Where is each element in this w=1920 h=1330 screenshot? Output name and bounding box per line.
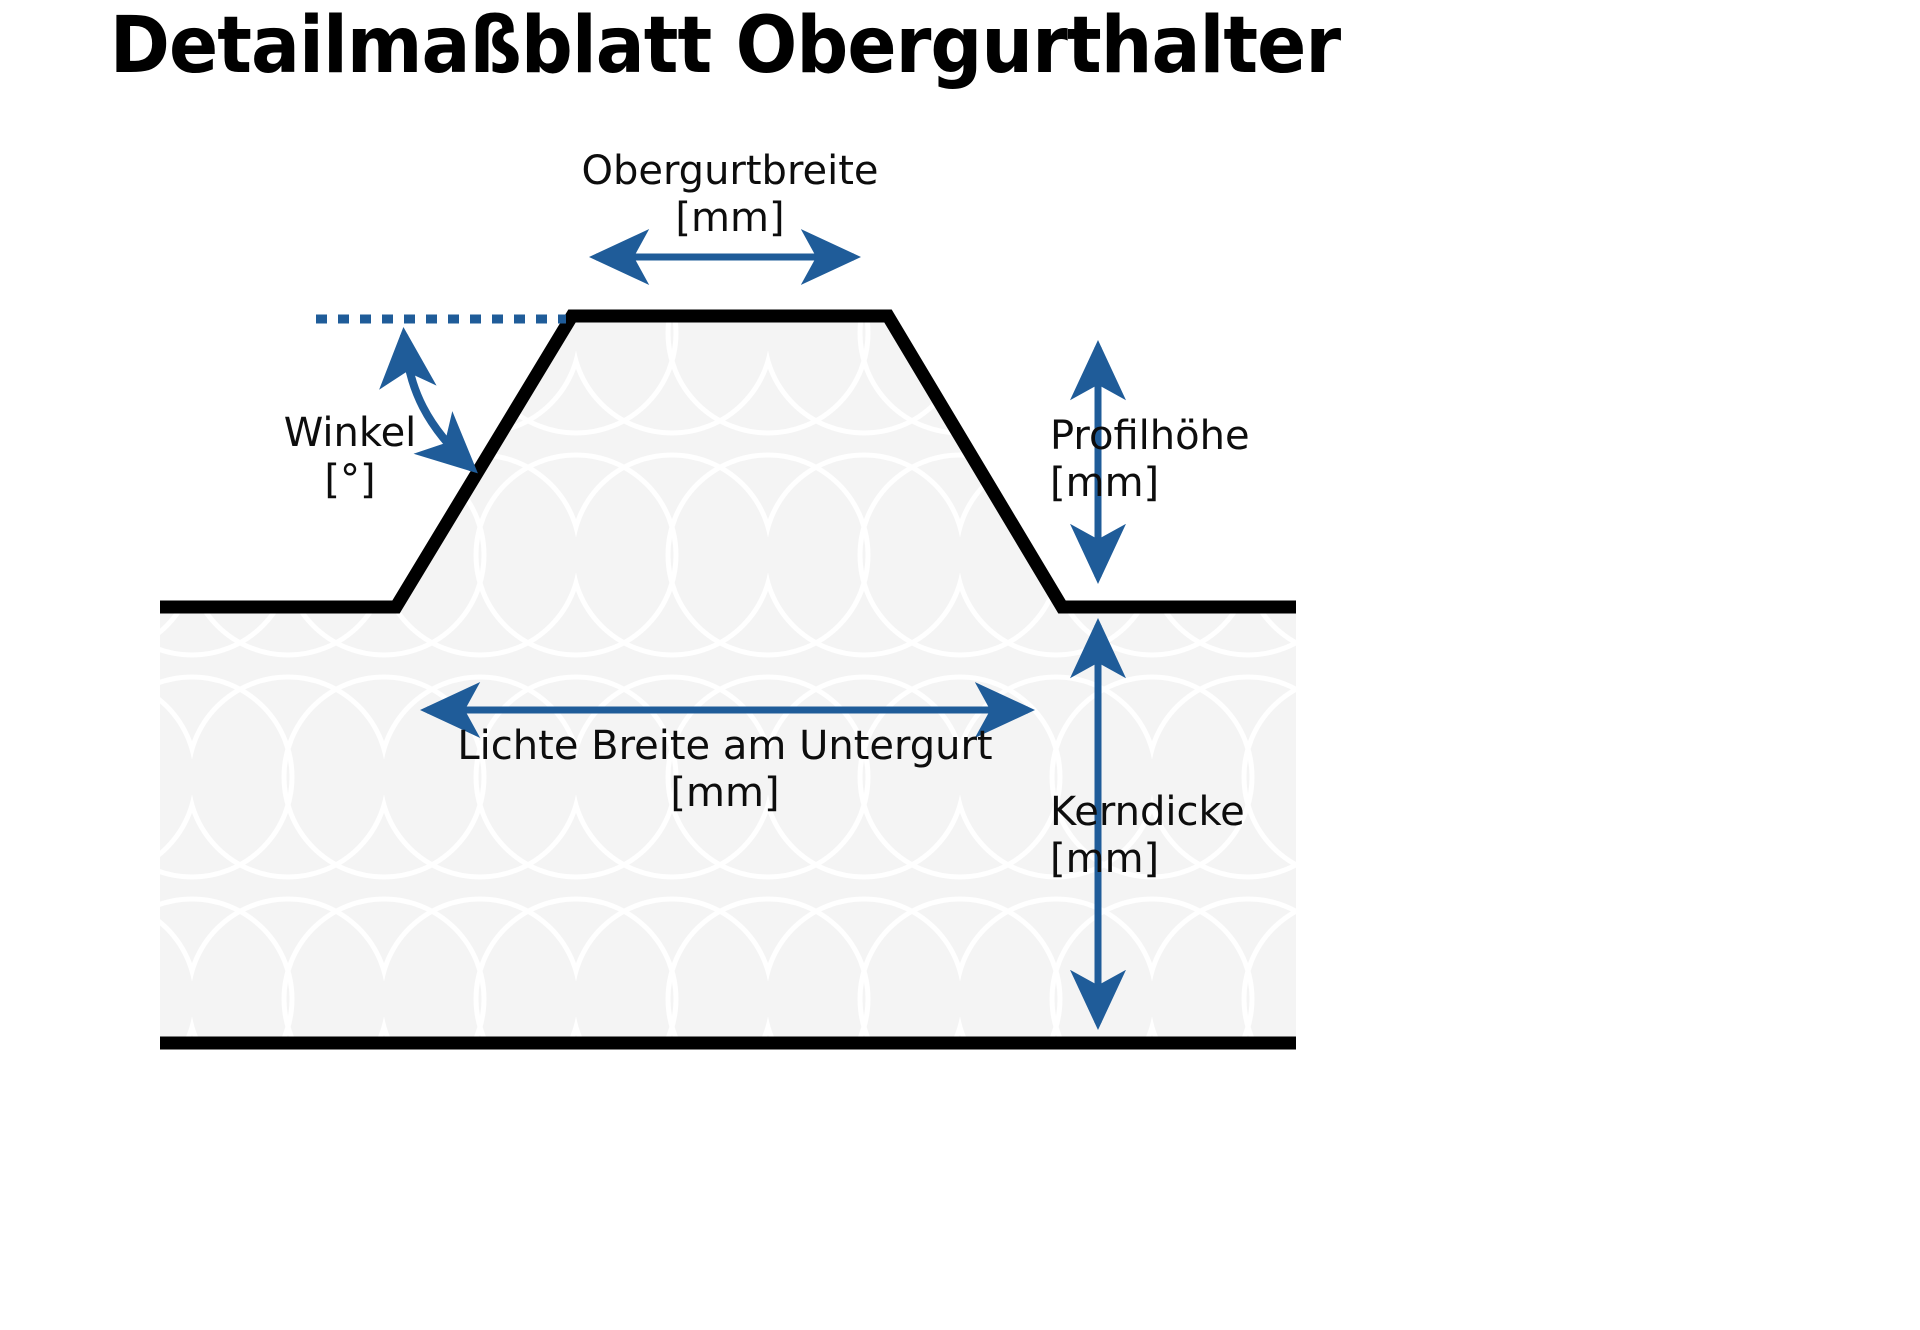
dimension-label-profilhoehe-name: Profilhöhe <box>1050 413 1250 459</box>
dimension-label-lichte-breite-name: Lichte Breite am Untergurt <box>457 723 993 769</box>
dimension-label-lichte-breite-unit: [mm] <box>670 770 780 817</box>
dimension-label-obergurtbreite-unit: [mm] <box>675 195 785 242</box>
page-title: Detailmaßblatt Obergurthalter <box>109 1 1341 91</box>
winkel-angle-arrow <box>379 327 478 474</box>
dimension-label-kerndicke: Kerndicke [mm] <box>1050 789 1450 883</box>
dimension-label-obergurtbreite-name: Obergurtbreite <box>581 148 879 194</box>
dimension-label-kerndicke-unit: [mm] <box>1050 836 1160 883</box>
dimension-label-winkel-name: Winkel <box>283 410 417 456</box>
dimension-label-profilhoehe: Profilhöhe [mm] <box>1050 413 1450 507</box>
dimension-label-winkel: Winkel [°] <box>205 410 495 504</box>
profile-outline-top <box>160 309 1296 614</box>
dimension-label-kerndicke-name: Kerndicke <box>1050 789 1245 835</box>
dimension-label-lichte-breite-am-untergurt: Lichte Breite am Untergurt [mm] <box>365 723 1085 817</box>
dimension-label-obergurtbreite: Obergurtbreite [mm] <box>505 148 955 242</box>
dimension-label-winkel-unit: [°] <box>324 457 376 504</box>
dimension-label-profilhoehe-unit: [mm] <box>1050 460 1160 507</box>
